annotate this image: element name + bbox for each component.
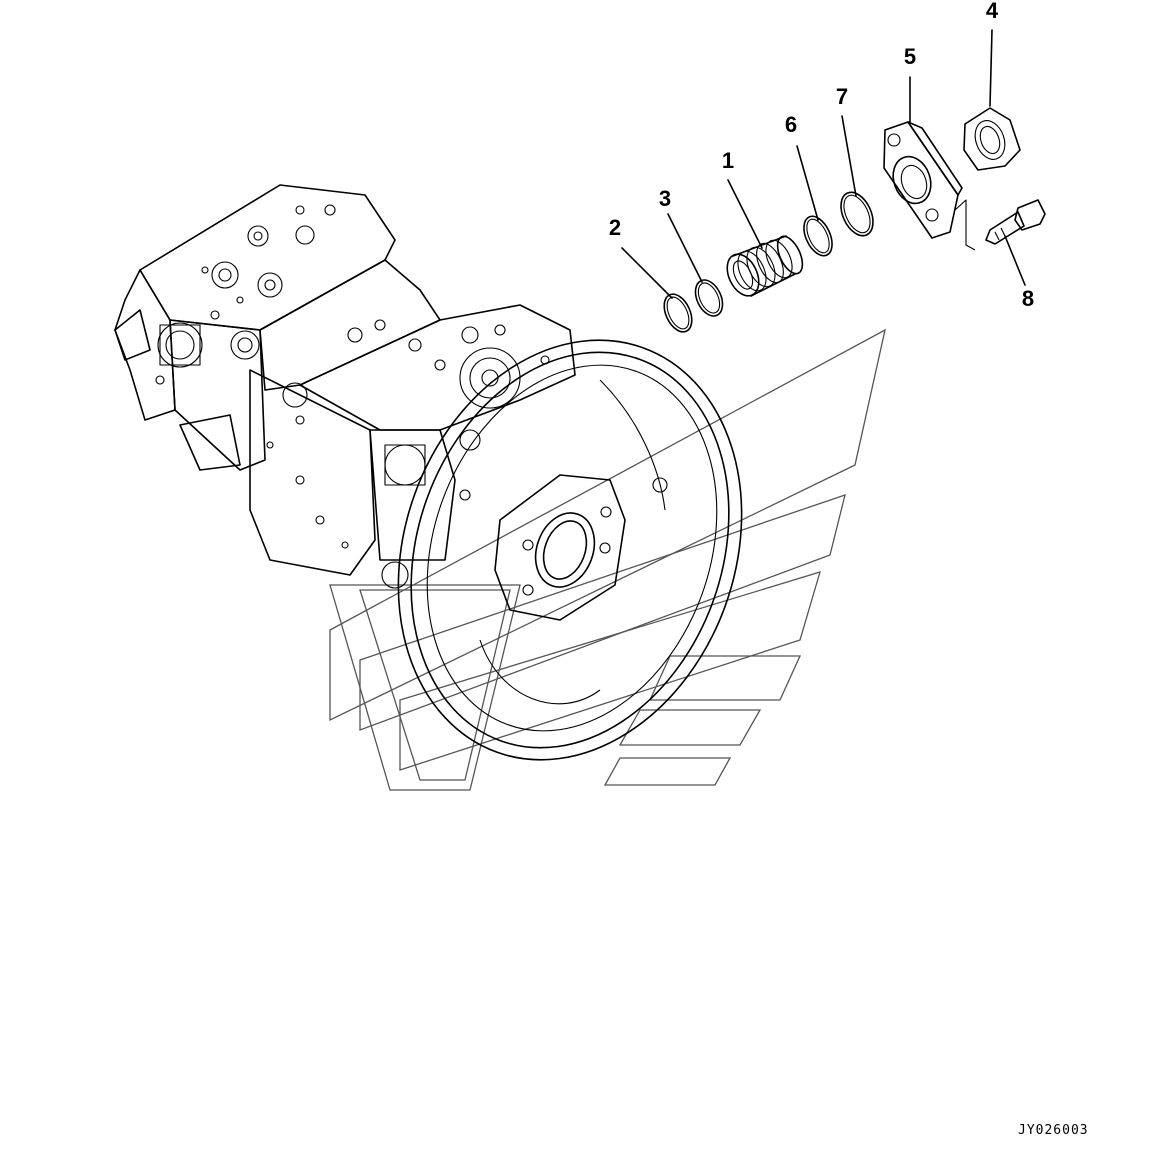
part-flange-5	[883, 121, 976, 251]
part-backup-ring-3	[694, 279, 724, 317]
flywheel-housing	[397, 339, 743, 761]
part-bolt-8	[985, 199, 1046, 245]
leader-lines	[621, 29, 1026, 299]
callout-number: 5	[903, 44, 917, 69]
callout-number: 4	[985, 0, 999, 23]
pump-housing	[114, 184, 576, 589]
part-sleeve-1	[726, 235, 804, 297]
callout-number: 7	[835, 84, 849, 109]
drawing-code: JY026003	[1018, 1123, 1089, 1138]
part-nut-4	[963, 107, 1021, 171]
callout-number: 2	[608, 215, 622, 240]
part-o-ring-2	[663, 293, 693, 333]
part-o-ring-6	[803, 215, 833, 257]
watermark-logo	[329, 328, 886, 791]
callout-number: 8	[1021, 286, 1035, 311]
callout-number: 3	[658, 186, 672, 211]
part-ring-7	[840, 191, 874, 237]
callout-number: 6	[784, 112, 798, 137]
callout-number: 1	[721, 148, 735, 173]
